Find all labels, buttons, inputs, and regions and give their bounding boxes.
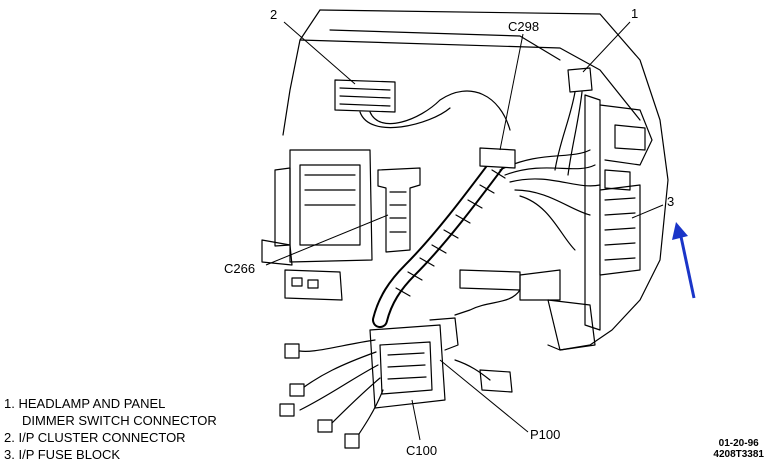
c298-connector bbox=[479, 147, 516, 169]
c266-connector bbox=[377, 167, 421, 253]
callout-c100: C100 bbox=[406, 443, 438, 458]
figure-stamp: 01-20-96 4208T3381 bbox=[713, 438, 764, 460]
legend: 1. HEADLAMP AND PANEL DIMMER SWITCH CONN… bbox=[4, 395, 217, 463]
headlamp-switch-connector bbox=[567, 67, 593, 93]
callout-3: 3 bbox=[667, 194, 675, 209]
legend-item-3-line-1: I/P FUSE BLOCK bbox=[18, 447, 121, 462]
legend-item-2-line-1: I/P CLUSTER CONNECTOR bbox=[18, 430, 186, 445]
leader-c266 bbox=[265, 214, 389, 266]
callout-1: 1 bbox=[631, 6, 639, 21]
arrow-up-left-icon bbox=[672, 222, 696, 299]
callout-p100: P100 bbox=[530, 427, 561, 442]
leader-2 bbox=[283, 21, 356, 85]
callout-c298: C298 bbox=[508, 19, 540, 34]
leader-c298 bbox=[499, 33, 524, 151]
legend-item-1: 1. HEADLAMP AND PANEL bbox=[4, 396, 166, 411]
leader-p100 bbox=[439, 359, 529, 433]
leader-3 bbox=[631, 204, 664, 219]
leader-1 bbox=[582, 21, 631, 73]
callout-c266: C266 bbox=[224, 261, 256, 276]
legend-item-1-line-2: DIMMER SWITCH CONNECTOR bbox=[22, 413, 217, 428]
legend-item-2: 2. I/P CLUSTER CONNECTOR bbox=[4, 430, 186, 445]
legend-item-1-line-1: HEADLAMP AND PANEL bbox=[18, 396, 166, 411]
leader-c100 bbox=[411, 399, 421, 441]
legend-item-3: 3. I/P FUSE BLOCK bbox=[4, 447, 121, 462]
figure-code: 4208T3381 bbox=[713, 449, 764, 460]
figure-date: 01-20-96 bbox=[718, 438, 759, 449]
ip-fuse-block bbox=[599, 184, 641, 276]
callout-2: 2 bbox=[270, 7, 278, 22]
